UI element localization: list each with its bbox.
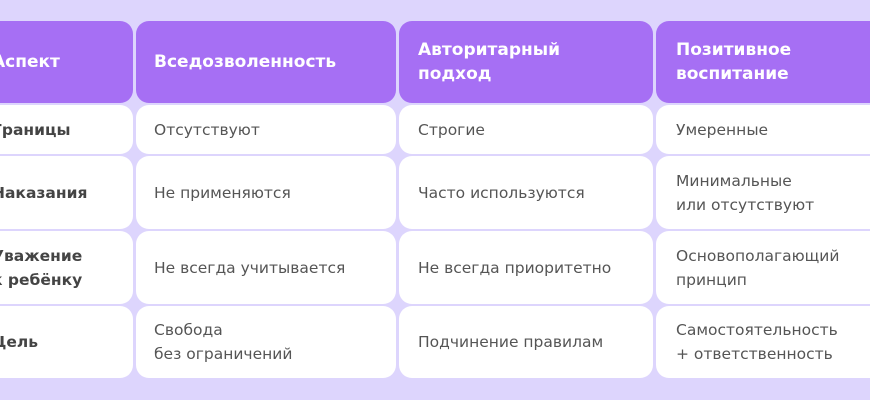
cell-text: Отсутствуют xyxy=(154,120,260,139)
table-cell: Отсутствуют xyxy=(136,105,396,154)
table-cell: Минимальные или отсутствуют xyxy=(656,156,870,229)
sparkle-icon xyxy=(122,293,146,317)
cell-text: Не всегда учитывается xyxy=(154,258,346,277)
sparkle-icon xyxy=(122,143,146,167)
cell-text: Свобода без ограничений xyxy=(154,321,293,363)
table-cell: Не применяются xyxy=(136,156,396,229)
header-label: Авторитарный подход xyxy=(418,40,561,84)
cell-text: Не применяются xyxy=(154,183,291,202)
sparkle-icon xyxy=(385,218,409,242)
cell-text: Строгие xyxy=(418,120,485,139)
sparkle-icon xyxy=(642,218,666,242)
cell-text: Часто используются xyxy=(418,183,585,202)
cell-text: Самостоятельность + ответственность xyxy=(676,321,838,363)
sparkle-icon xyxy=(385,143,409,167)
header-positive: Позитивное воспитание xyxy=(656,21,870,103)
table-cell: Не всегда приоритетно xyxy=(399,231,653,304)
cell-text: Уважение к ребёнку xyxy=(0,246,83,289)
table-cell: Часто используются xyxy=(399,156,653,229)
header-label: Вседозволенность xyxy=(154,52,337,72)
header-label: Позитивное воспитание xyxy=(676,40,792,84)
table-cell: Основополагающий принцип xyxy=(656,231,870,304)
header-authoritarian: Авторитарный подход xyxy=(399,21,653,103)
sparkle-icon xyxy=(642,143,666,167)
header-label: Аспект xyxy=(0,52,60,72)
sparkle-icon xyxy=(642,92,666,116)
table-cell-aspect: Наказания xyxy=(0,156,133,229)
table-cell: Свобода без ограничений xyxy=(136,306,396,378)
table-cell: Не всегда учитывается xyxy=(136,231,396,304)
table-cell-aspect: Цель xyxy=(0,306,133,378)
cell-text: Наказания xyxy=(0,183,88,202)
header-permissive: Вседозволенность xyxy=(136,21,396,103)
table-cell-aspect: Границы xyxy=(0,105,133,154)
table-cell-aspect: Уважение к ребёнку xyxy=(0,231,133,304)
cell-text: Подчинение правилам xyxy=(418,333,604,351)
table-cell: Самостоятельность + ответственность xyxy=(656,306,870,378)
cell-text: Границы xyxy=(0,120,71,139)
table-cell: Умеренные xyxy=(656,105,870,154)
table-cell: Подчинение правилам xyxy=(399,306,653,378)
sparkle-icon xyxy=(385,293,409,317)
cell-text: Не всегда приоритетно xyxy=(418,258,612,277)
cell-text: Умеренные xyxy=(676,120,769,139)
cell-text: Цель xyxy=(0,333,39,351)
sparkle-icon xyxy=(385,92,409,116)
sparkle-icon xyxy=(122,92,146,116)
cell-text: Основополагающий принцип xyxy=(676,246,840,289)
table-cell: Строгие xyxy=(399,105,653,154)
cell-text: Минимальные или отсутствуют xyxy=(676,171,815,214)
sparkle-icon xyxy=(122,218,146,242)
header-aspect: Аспект xyxy=(0,21,133,103)
sparkle-icon xyxy=(642,293,666,317)
